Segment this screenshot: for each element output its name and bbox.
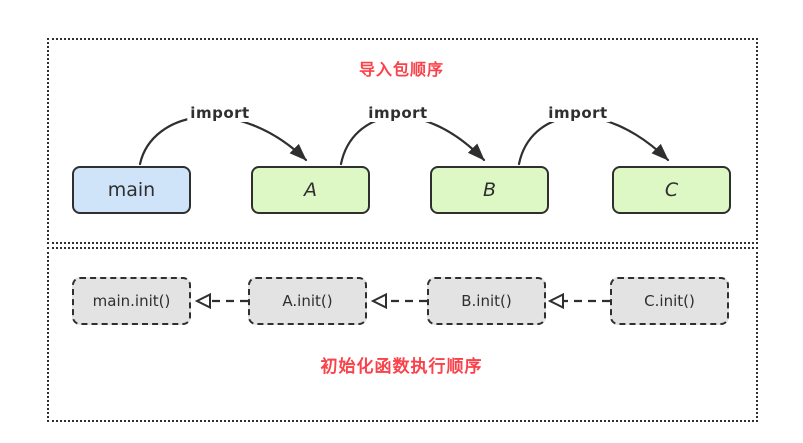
init-section-title: 初始化函数执行顺序	[320, 357, 483, 377]
import-edge-label-1: import	[187, 104, 253, 122]
package-node-b: B	[430, 166, 549, 214]
package-node-main: main	[72, 166, 191, 214]
init-node-b: B.init()	[427, 277, 546, 325]
init-order-section	[47, 247, 758, 422]
import-edge-label-3: import	[545, 104, 611, 122]
package-node-a: A	[251, 166, 370, 214]
package-node-c: C	[612, 166, 731, 214]
init-node-c: C.init()	[610, 277, 729, 325]
init-node-main: main.init()	[72, 277, 191, 325]
init-node-a: A.init()	[248, 277, 367, 325]
import-section-title: 导入包顺序	[358, 60, 444, 79]
import-edge-label-2: import	[365, 104, 431, 122]
